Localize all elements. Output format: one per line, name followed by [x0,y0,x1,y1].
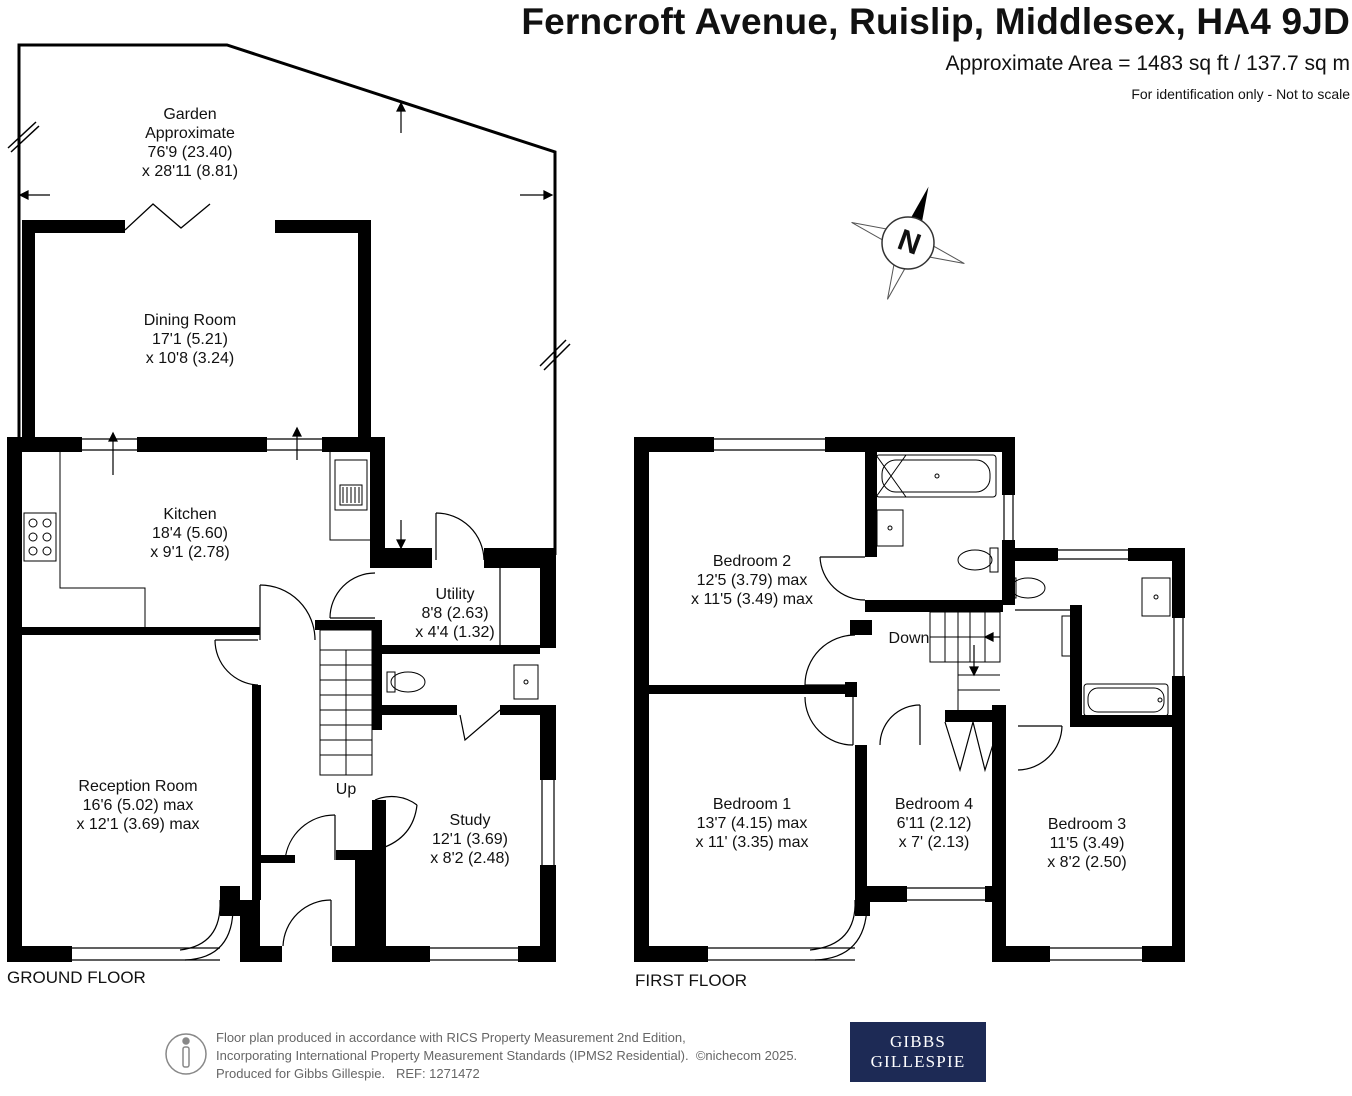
garden-label: Garden Approximate 76'9 (23.40) x 28'11 … [141,106,239,180]
dining-room-walls [22,220,371,442]
first-floor-windows [708,438,1184,961]
reception-room-label: Reception Room 16'6 (5.02) max x 12'1 (3… [76,778,200,833]
identification-note: For identification only - Not to scale [1131,86,1350,102]
kitchen-units [23,452,370,627]
boundary-break-marks [7,121,571,371]
first-floor-label: FIRST FLOOR [635,971,748,990]
first-floor-stairs [929,611,1001,710]
page-title: Ferncroft Avenue, Ruislip, Middlesex, HA… [521,1,1350,42]
bedroom-4-label: Bedroom 4 6'11 (2.12) x 7' (2.13) [894,796,974,851]
footer-disclaimer: Floor plan produced in accordance with R… [216,1030,798,1081]
gibbs-gillespie-logo: GIBBS GILLESPIE [850,1022,986,1082]
kitchen-label: Kitchen 18'4 (5.60) x 9'1 (2.78) [150,506,230,561]
ground-floor-walls [7,437,556,962]
reference: REF: 1271472 [395,1066,480,1081]
garden-outline [17,43,557,555]
stairs-up-label: Up [335,781,357,798]
ground-floor-arrows [108,426,406,550]
study-label: Study 12'1 (3.69) x 8'2 (2.48) [430,812,510,867]
first-floor-doors [804,556,1070,773]
first-floor-arrows [969,632,1000,677]
bedroom-1-label: Bedroom 1 13'7 (4.15) max x 11' (3.35) m… [695,796,809,851]
approximate-area: Approximate Area = 1483 sq ft / 137.7 sq… [945,52,1351,75]
compass-rose-icon [851,186,965,300]
person-badge-icon [165,1033,207,1075]
first-floor-walls [634,437,1185,962]
dining-room-label: Dining Room 17'1 (5.21) x 10'8 (3.24) [143,312,237,367]
ground-floor-stairs [319,629,373,776]
ground-floor-doors [214,512,501,947]
ground-floor-label: GROUND FLOOR [7,968,146,987]
bedroom-3-label: Bedroom 3 11'5 (3.49) x 8'2 (2.50) [1047,816,1127,871]
garden-dimension-arrows [18,101,554,200]
dining-bifold-doors [124,203,211,231]
utility-label: Utility 8'8 (2.63) x 4'4 (1.32) [415,586,495,641]
first-floor-bathroom-fixtures [875,454,1171,717]
bedroom-2-label: Bedroom 2 12'5 (3.79) max x 11'5 (3.49) … [691,553,813,608]
copyright: ©nichecom 2025. [695,1048,798,1063]
ground-floor-wc [386,664,539,700]
stairs-down-label: Down [888,630,930,647]
